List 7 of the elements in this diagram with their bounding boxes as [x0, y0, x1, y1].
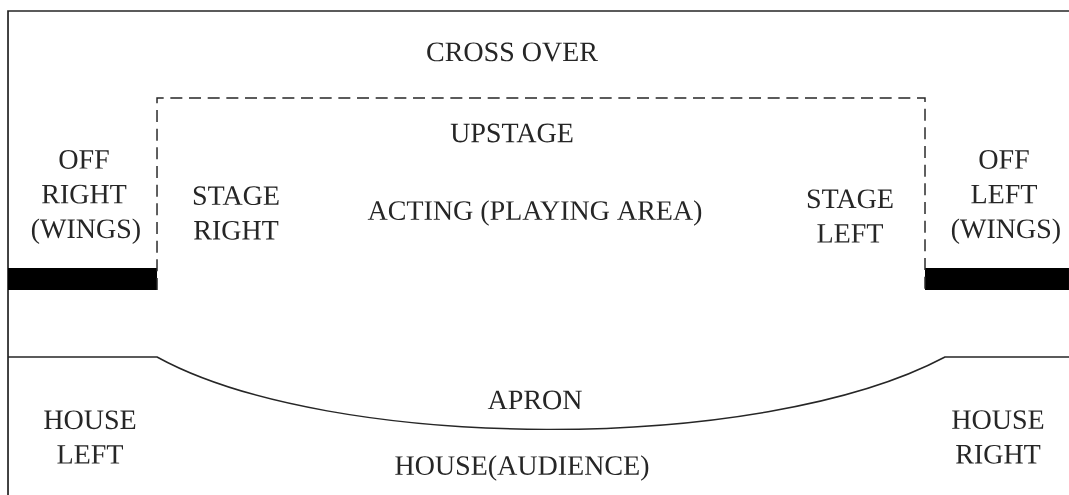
area-label: HOUSE LEFT [44, 410, 136, 464]
area-label: HOUSE RIGHT [952, 410, 1044, 464]
area-label: OFF LEFT (WINGS) [951, 150, 1060, 244]
area-label: CROSS OVER [427, 42, 598, 62]
area-label: HOUSE(AUDIENCE) [395, 455, 649, 481]
area-label: APRON [487, 390, 582, 410]
acting-area: UPSTAGE STAGE RIGHT ACTING (PLAYING AREA) STAGE LEFT [156, 97, 926, 291]
